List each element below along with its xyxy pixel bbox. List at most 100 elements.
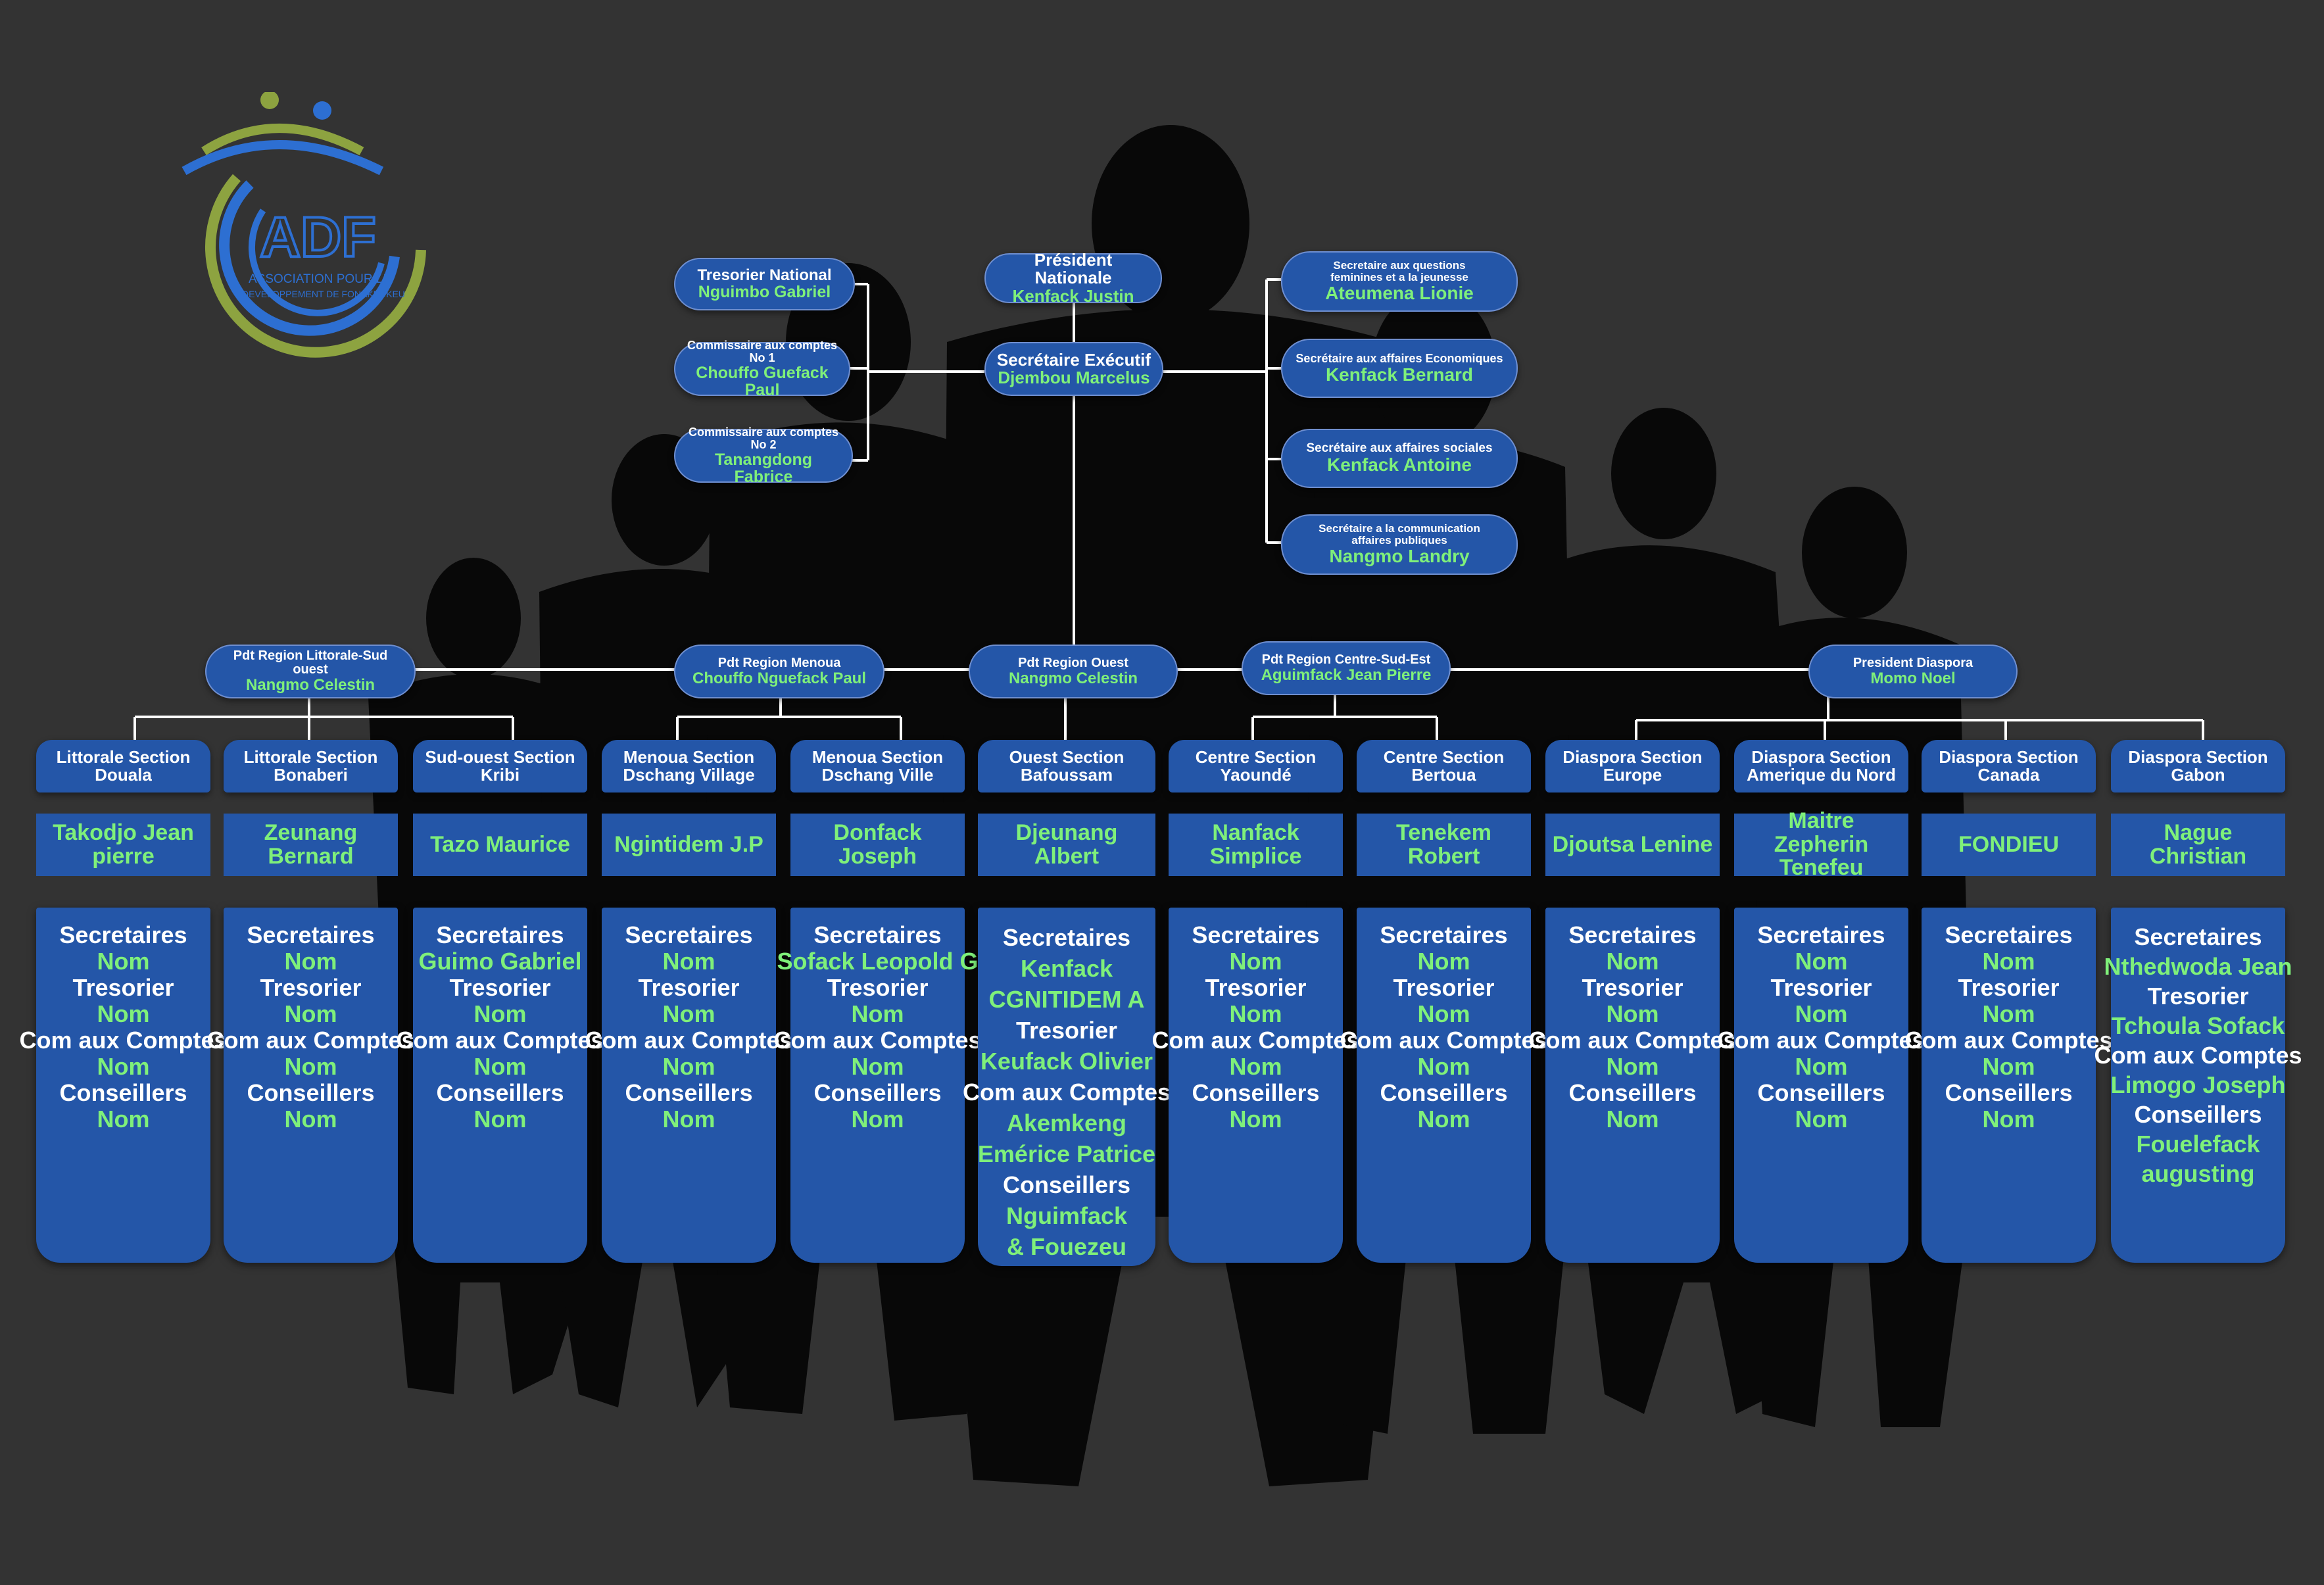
role-label: Conseillers: [1192, 1079, 1320, 1106]
member-name: Nom: [1795, 1106, 1848, 1133]
member-name: Nom: [1982, 1106, 2035, 1133]
member-name: Nom: [1229, 948, 1282, 975]
role-label: Com aux Comptes: [1151, 1027, 1360, 1054]
executive-secretary-name: Djembou Marcelus: [998, 368, 1150, 387]
section-title: Ouest Section Bafoussam: [978, 740, 1155, 792]
role-label: Secretaires: [625, 921, 753, 948]
role-label: Secretaires: [1002, 924, 1131, 951]
role-label: Com aux Comptes: [585, 1027, 793, 1054]
region-ouest-node: Pdt Region Ouest Nangmo Celestin: [969, 645, 1178, 698]
logo-text-line1: ASSOCIATION POUR LE: [249, 272, 391, 286]
section-title: Sud-ouest Section Kribi: [413, 740, 587, 792]
role-label: Secretaires: [813, 921, 942, 948]
member-name: Keufack Olivier: [980, 1048, 1153, 1075]
section-head-name: Takodjo Jean pierre: [36, 814, 210, 876]
member-name: Nom: [1417, 1053, 1470, 1080]
role-label: Tresorier: [1770, 974, 1872, 1001]
member-name: Nom: [1417, 948, 1470, 975]
member-name: Guimo Gabriel: [418, 948, 582, 975]
member-name: Nom: [1229, 1000, 1282, 1027]
role-label: Tresorier: [449, 974, 551, 1001]
member-name: Fouelefack: [2136, 1131, 2260, 1158]
secretary-women-youth-node: Secretaire aux questions feminines et a …: [1281, 251, 1518, 312]
region-title: Pdt Region Littorale-Sud ouest: [233, 648, 388, 677]
member-name: Nom: [1606, 1053, 1659, 1080]
member-name: Nom: [284, 1000, 337, 1027]
president-node: Président Nationale Kenfack Justin: [984, 250, 1162, 305]
region-littorale-node: Pdt Region Littorale-Sud ouest Nangmo Ce…: [205, 645, 416, 698]
section-head-name: Djeunang Albert: [978, 814, 1155, 876]
role-label: Conseillers: [1568, 1079, 1697, 1106]
role-label: Conseillers: [2134, 1101, 2262, 1128]
member-name: Nom: [662, 1000, 715, 1027]
member-name: & Fouezeu: [1006, 1233, 1126, 1260]
member-name: Nom: [1606, 1000, 1659, 1027]
role-label: Conseillers: [1002, 1171, 1131, 1198]
role-label: Conseillers: [436, 1079, 564, 1106]
secretary-social-name: Kenfack Antoine: [1327, 454, 1472, 476]
role-label: Com aux Comptes: [962, 1079, 1171, 1106]
treasurer-node: Tresorier National Nguimbo Gabriel: [674, 258, 855, 310]
section-title: Diaspora Section Gabon: [2111, 740, 2285, 792]
member-name: Nom: [473, 1000, 527, 1027]
role-label: Conseillers: [1757, 1079, 1885, 1106]
secretary-communication-title: Secrétaire a la communication affaires p…: [1319, 522, 1480, 547]
president-title: Président Nationale: [1034, 250, 1113, 288]
member-name: Nom: [662, 948, 715, 975]
section-title: Menoua Section Dschang Village: [602, 740, 776, 792]
member-name: Nom: [1229, 1106, 1282, 1133]
executive-secretary-node: Secrétaire Exécutif Djembou Marcelus: [984, 342, 1163, 396]
member-name: Limogo Joseph: [2110, 1071, 2286, 1098]
role-label: Tresorier: [1205, 974, 1307, 1001]
member-name: Emérice Patrice: [977, 1140, 1156, 1167]
role-label: Conseillers: [247, 1079, 375, 1106]
member-name: Akemkeng: [1006, 1110, 1127, 1136]
member-name: Nom: [1795, 1000, 1848, 1027]
region-title: Pdt Region Centre-Sud-Est: [1261, 652, 1431, 667]
role-label: Conseillers: [813, 1079, 942, 1106]
role-label: Com aux Comptes: [206, 1027, 415, 1054]
member-name: augusting: [2141, 1160, 2255, 1187]
member-name: Nom: [662, 1106, 715, 1133]
role-label: Secretaires: [1380, 921, 1508, 948]
section-title: Diaspora Section Europe: [1545, 740, 1720, 792]
member-name: Nom: [97, 1000, 150, 1027]
member-name: Tchoula Sofack: [2111, 1012, 2285, 1039]
region-title: Pdt Region Menoua: [717, 655, 841, 670]
logo-text-line2: DEVELOPPEMENT DE FONAKEUKEU: [242, 289, 405, 299]
role-label: Secretaires: [59, 921, 187, 948]
role-label: Secretaires: [2134, 923, 2262, 950]
secretary-economic-title: Secrétaire aux affaires Economiques: [1295, 351, 1503, 365]
member-name: Nguimfack: [1005, 1202, 1128, 1229]
role-label: Tresorier: [2147, 983, 2249, 1010]
member-name: Nthedwoda Jean: [2104, 953, 2292, 980]
section-title: Centre Section Yaoundé: [1169, 740, 1343, 792]
region-name: Momo Noel: [1870, 669, 1956, 687]
section-head-name: Zeunang Bernard: [224, 814, 398, 876]
secretary-women-youth-name: Ateumena Lionie: [1325, 283, 1474, 304]
auditor-1-name: Chouffo Guefack Paul: [696, 363, 829, 399]
section-head-name: Maitre Zepherin Tenefeu: [1734, 809, 1908, 879]
role-label: Secretaires: [436, 921, 564, 948]
role-label: Tresorier: [72, 974, 174, 1001]
role-label: Com aux Comptes: [2094, 1042, 2302, 1069]
member-name: Nom: [851, 1106, 904, 1133]
section-title: Centre Section Bertoua: [1357, 740, 1531, 792]
section-title: Menoua Section Dschang Ville: [790, 740, 965, 792]
section-head-name: Nanfack Simplice: [1169, 814, 1343, 876]
member-name: Nom: [284, 1106, 337, 1133]
region-menoua-node: Pdt Region Menoua Chouffo Nguefack Paul: [674, 645, 884, 698]
section-title: Diaspora Section Canada: [1922, 740, 2096, 792]
